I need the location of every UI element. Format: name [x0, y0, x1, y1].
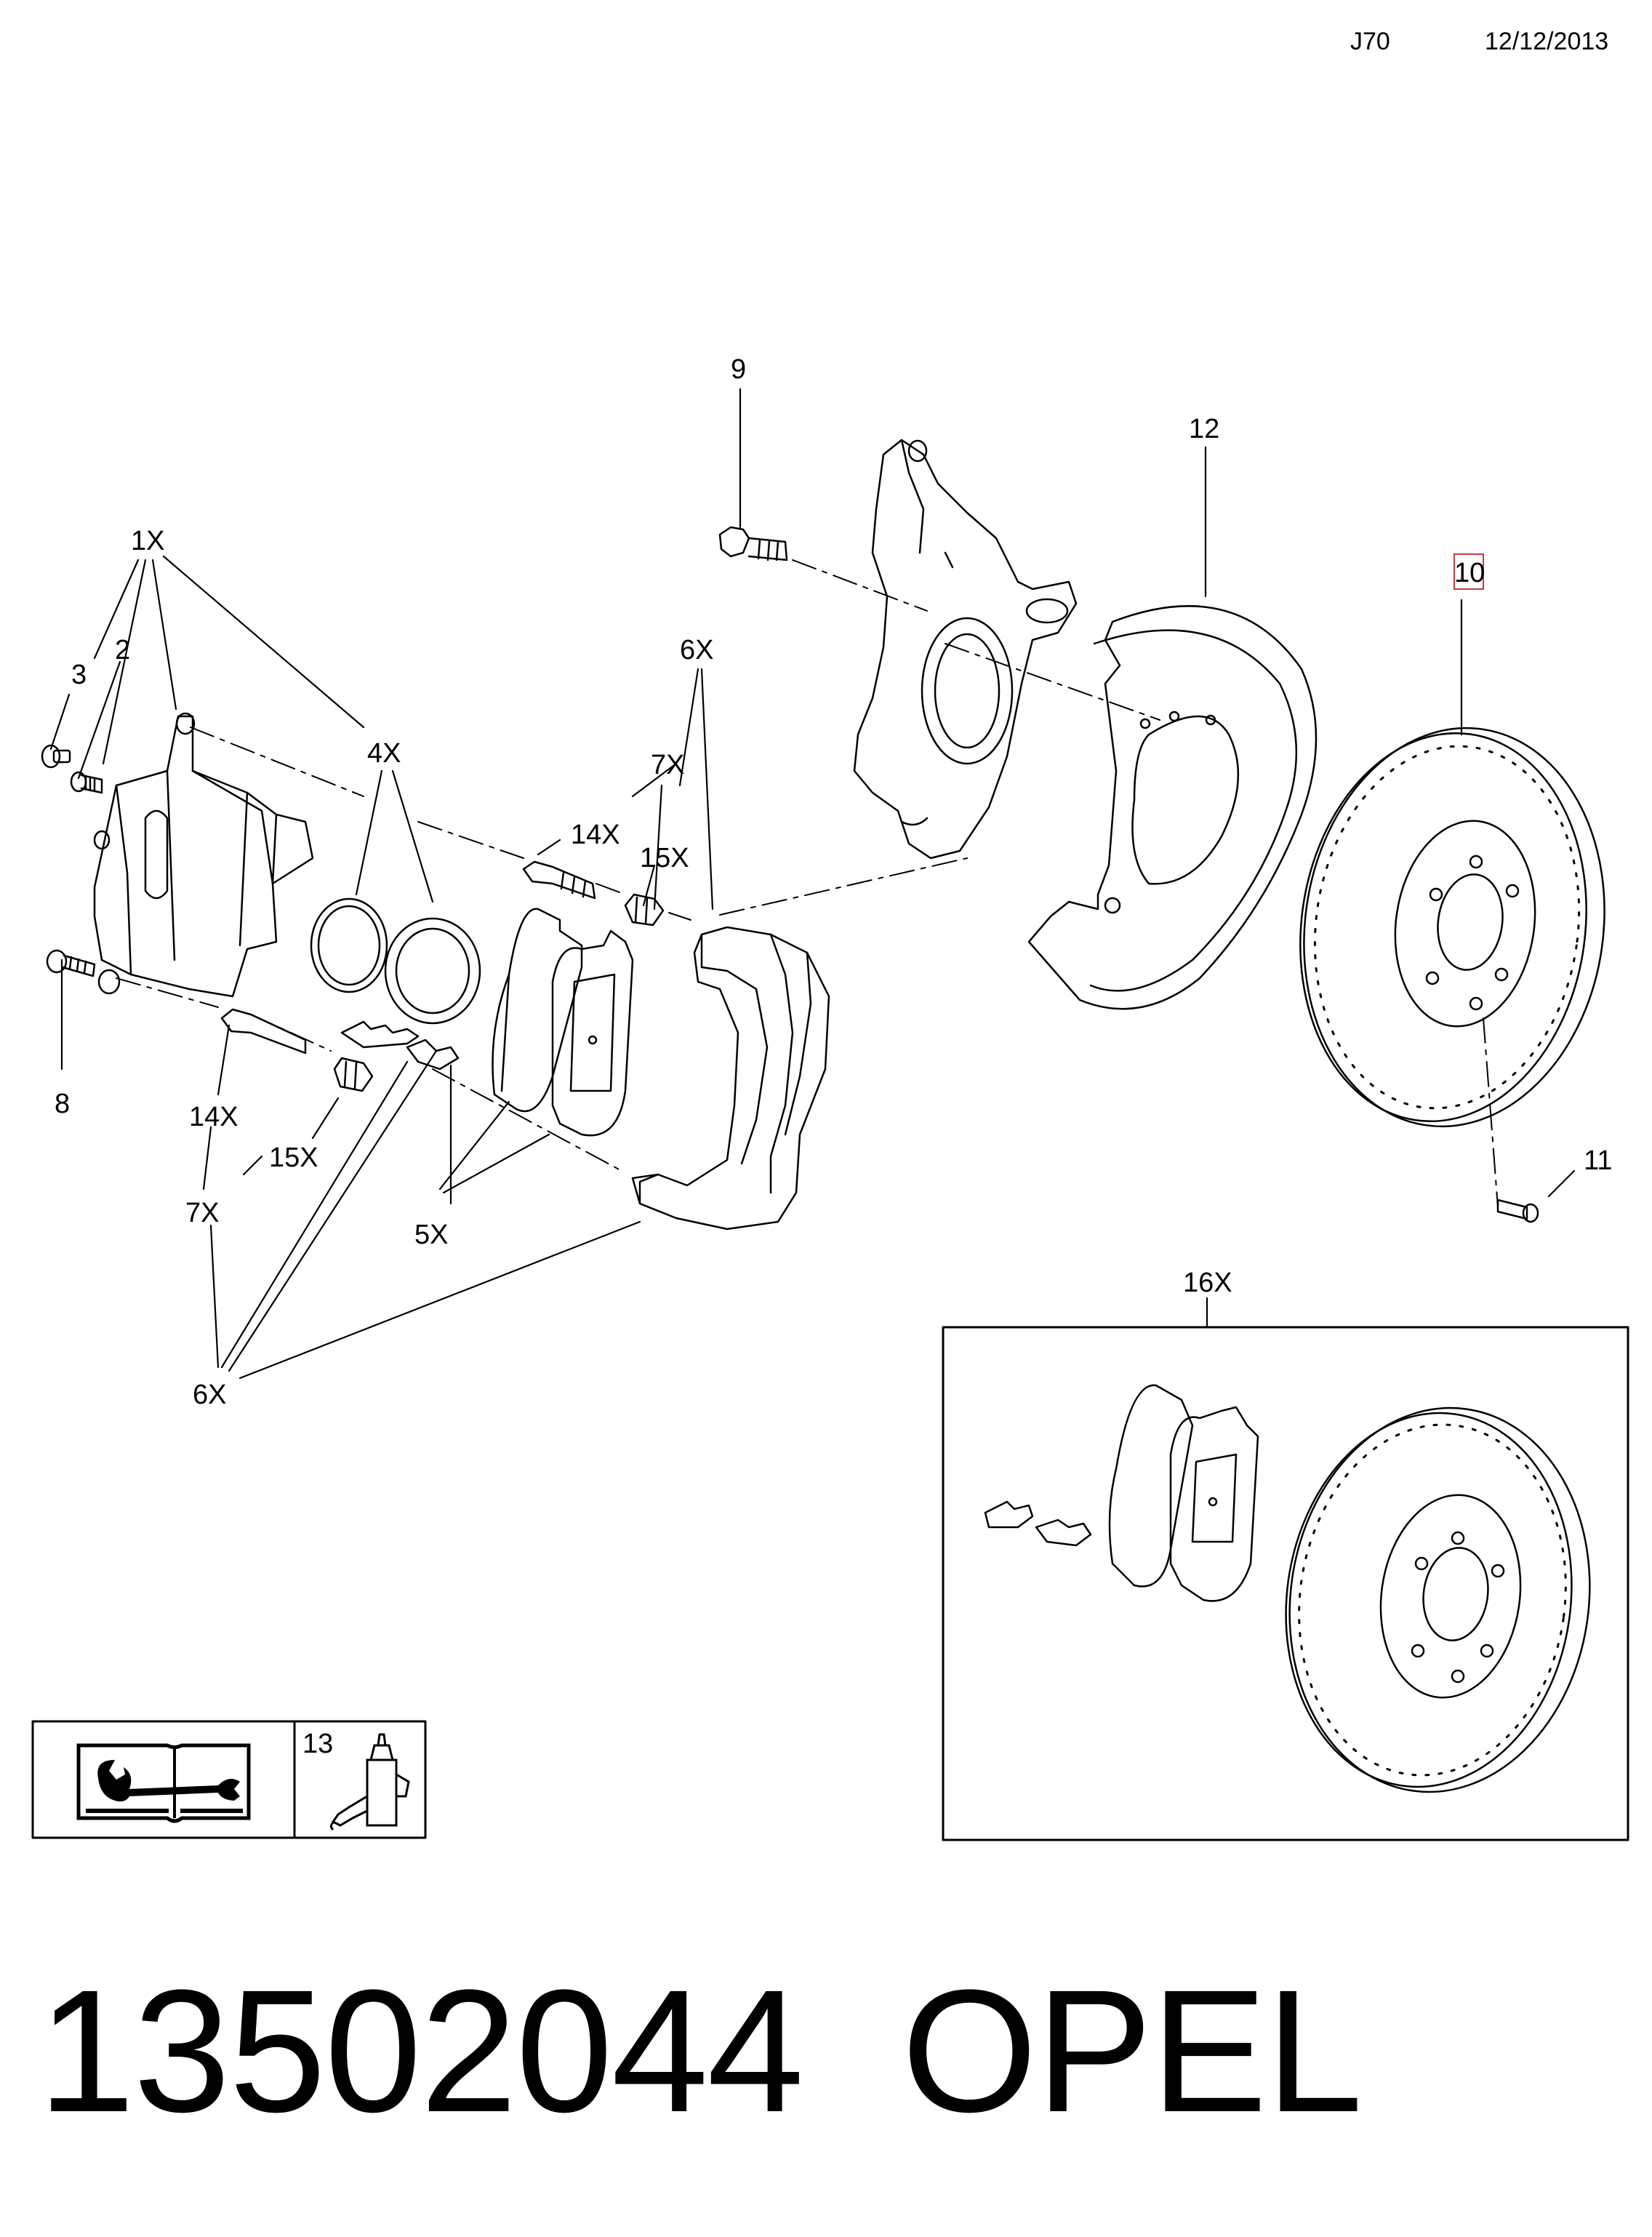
- callout-10: 10: [1454, 558, 1485, 588]
- callout-6x-top: 6X: [680, 635, 713, 665]
- callout-6x-bottom: 6X: [193, 1380, 226, 1410]
- kit-pad-inner: [1169, 1406, 1259, 1602]
- callout-9: 9: [731, 354, 746, 385]
- assembly-axes: [116, 559, 1499, 1208]
- callout-11: 11: [1584, 1145, 1612, 1176]
- callout-16x: 16X: [1183, 1268, 1232, 1298]
- kit-clips: [984, 1500, 1092, 1547]
- leader-lines: [49, 388, 1576, 1380]
- bolt-9: [718, 526, 788, 561]
- callout-1x: 1X: [131, 526, 164, 556]
- callout-12: 12: [1189, 414, 1219, 444]
- callout-3: 3: [71, 660, 87, 690]
- pad-clips-5: [340, 1020, 460, 1071]
- bushing-15-top: [624, 893, 665, 927]
- callout-4x: 4X: [367, 738, 401, 769]
- callout-2: 2: [115, 635, 130, 665]
- bushing-15-left: [333, 1057, 374, 1092]
- callout-15x-top: 15X: [640, 843, 689, 873]
- callout-7x-top: 7X: [651, 750, 684, 780]
- callout-5x: 5X: [414, 1220, 448, 1250]
- adhesive-bottle-icon: [329, 1733, 410, 1831]
- diagram-code: J70: [1350, 28, 1390, 55]
- guide-pin-14-left: [220, 1008, 307, 1055]
- legend-box: [31, 1720, 427, 1839]
- splash-shield-12: [1027, 605, 1318, 1010]
- caliper-bracket-6: [631, 926, 830, 1230]
- screw-3: [41, 744, 71, 769]
- guide-pin-14-top: [522, 860, 596, 900]
- steering-knuckle: [853, 439, 1078, 860]
- callout-14x-top: 14X: [571, 820, 620, 850]
- bleeder-screw-2: [70, 771, 103, 794]
- diagram-date: 12/12/2013: [1485, 28, 1609, 55]
- kit-box-16: [942, 1326, 1629, 1841]
- brake-pad-outer: [492, 908, 583, 1113]
- piston-seals-4: [310, 897, 481, 1025]
- callout-14x-left: 14X: [189, 1102, 238, 1132]
- part-number: 13502044: [38, 1953, 804, 2148]
- brake-disc-10: [1299, 727, 1605, 1128]
- callout-15x-left: 15X: [269, 1142, 318, 1173]
- brand-name: OPEL: [902, 1953, 1363, 2148]
- bolt-8: [46, 949, 96, 977]
- service-manual-icon: [76, 1743, 251, 1823]
- kit-disc: [1285, 1406, 1591, 1793]
- callout-7x-left: 7X: [185, 1198, 219, 1228]
- caliper-housing-1: [93, 712, 314, 998]
- callout-8: 8: [55, 1089, 70, 1119]
- brake-pad-inner: [551, 929, 634, 1137]
- callout-13: 13: [302, 1729, 333, 1759]
- kit-pad-outer: [1108, 1384, 1194, 1588]
- callout-10-highlight: [1453, 553, 1484, 590]
- screw-11: [1496, 1198, 1539, 1223]
